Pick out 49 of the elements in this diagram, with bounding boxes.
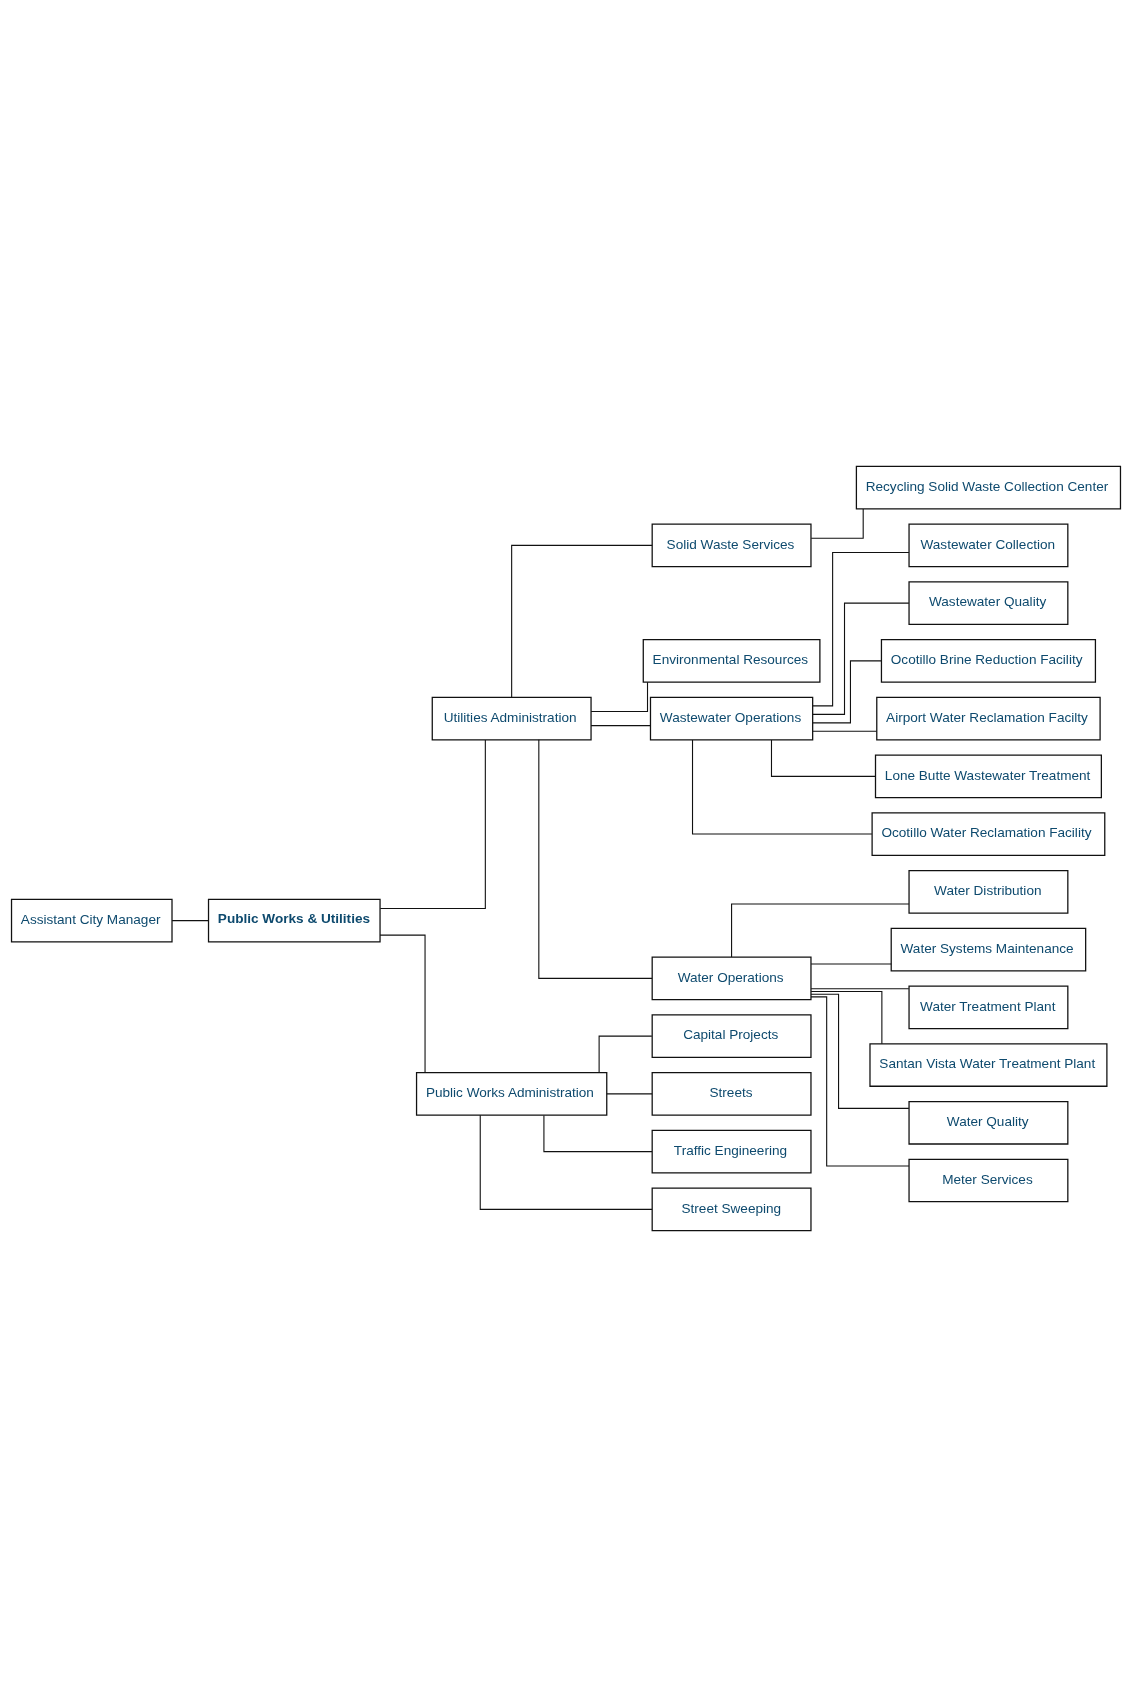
- node-box: Capital Projects: [651, 1014, 812, 1058]
- node-box: Water Distribution: [908, 869, 1069, 914]
- connector: [379, 739, 486, 910]
- connector: [598, 1035, 653, 1073]
- node-box: Wastewater Quality: [908, 581, 1069, 625]
- connector: [810, 990, 883, 1045]
- connector: [812, 602, 910, 715]
- connector: [810, 508, 864, 539]
- node-box: Lone Butte Wastewater Treatment: [874, 754, 1102, 799]
- node-box: Environmental Resources: [642, 639, 821, 683]
- connector: [590, 725, 651, 727]
- node-box: Santan Vista Water Treatment Plant: [869, 1043, 1108, 1087]
- node-box: Public Works Administration: [415, 1072, 608, 1116]
- connector: [810, 988, 910, 990]
- node-box: Water Systems Maintenance: [890, 927, 1087, 972]
- connector: [812, 551, 910, 707]
- connector: [810, 963, 892, 965]
- connector: [812, 730, 878, 732]
- connector: [379, 934, 426, 1074]
- node-box: Water Treatment Plant: [908, 985, 1069, 1030]
- connector: [590, 681, 649, 713]
- node-box: Airport Water Reclamation Facilty: [876, 696, 1101, 741]
- connector: [606, 1093, 653, 1095]
- node-box: Water Operations: [651, 956, 812, 1001]
- node-box: Streets: [651, 1072, 812, 1116]
- node-box: Utilities Administration: [431, 696, 592, 741]
- node-box: Street Sweeping: [651, 1187, 812, 1232]
- node-box: Traffic Engineering: [651, 1129, 812, 1174]
- connector: [731, 903, 910, 958]
- node-box: Water Quality: [908, 1100, 1069, 1145]
- connector: [810, 996, 910, 1167]
- node-box: Ocotillo Brine Reduction Facility: [880, 639, 1097, 683]
- node-box: Meter Services: [908, 1158, 1069, 1203]
- connector: [538, 739, 653, 979]
- connector: [810, 993, 910, 1109]
- node-box: Public Works & Utilities: [207, 898, 381, 943]
- node-box: Wastewater Operations: [649, 696, 814, 741]
- connector: [770, 739, 876, 777]
- node-box: Recycling Solid Waste Collection Center: [855, 465, 1122, 510]
- connector: [479, 1114, 653, 1210]
- node-box: Wastewater Collection: [908, 523, 1069, 568]
- connector: [543, 1114, 653, 1153]
- connector: [171, 920, 209, 922]
- node-box: Ocotillo Water Reclamation Facility: [871, 812, 1106, 856]
- node-box: Solid Waste Services: [651, 523, 812, 568]
- connector: [691, 739, 873, 835]
- connector: [511, 544, 653, 698]
- node-box: Assistant City Manager: [10, 898, 173, 943]
- connector: [812, 660, 882, 724]
